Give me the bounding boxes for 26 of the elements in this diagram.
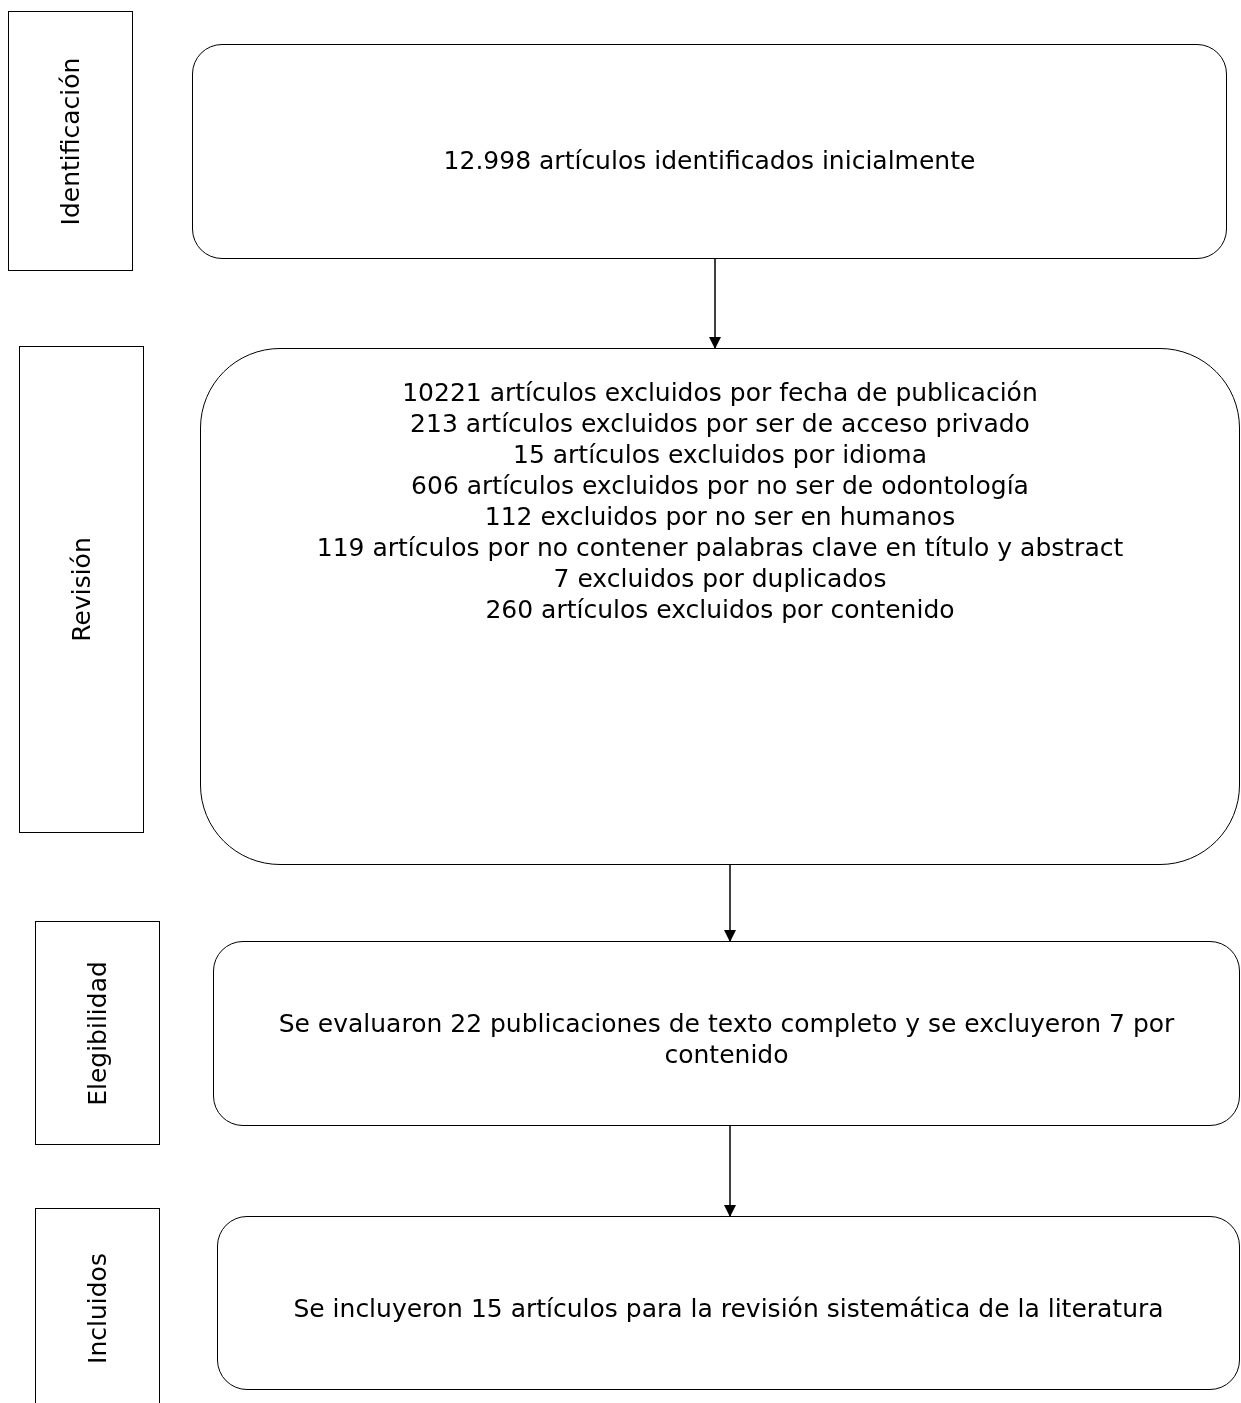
box-text: 15 artículos excluidos por idioma xyxy=(513,439,927,470)
arrow xyxy=(709,258,721,349)
box-text: 7 excluidos por duplicados xyxy=(553,563,887,594)
box-text: 213 artículos excluidos por ser de acceso privado xyxy=(410,408,1030,439)
stage-label-box xyxy=(35,1208,160,1403)
process-box xyxy=(213,941,1240,1126)
stage-label: Revisión xyxy=(67,537,96,642)
box-text: Se evaluaron 22 publicaciones de texto completo y se excluyeron 7 por contenido xyxy=(277,1007,1176,1070)
box-text: 12.998 artículos identificados inicialmente xyxy=(443,145,976,176)
box-text: 260 artículos excluidos por contenido xyxy=(485,594,955,625)
box-text: Se incluyeron 15 artículos para la revisión sistemática de la literatura xyxy=(293,1292,1164,1324)
stage-label-box xyxy=(8,11,133,271)
stage-label: Identificación xyxy=(56,57,85,225)
stage-label: Incluidos xyxy=(83,1253,112,1364)
box-text: 606 artículos excluidos por no ser de odontología xyxy=(411,470,1029,501)
stage-label-box xyxy=(19,346,144,833)
process-box xyxy=(192,44,1227,259)
arrow xyxy=(724,1125,736,1217)
arrow xyxy=(724,864,736,942)
process-box xyxy=(217,1216,1240,1390)
stage-label: Elegibilidad xyxy=(83,960,112,1106)
box-text: 119 artículos por no contener palabras clave en título y abstract xyxy=(316,532,1124,563)
box-text: 112 excluidos por no ser en humanos xyxy=(484,501,956,532)
box-text: 10221 artículos excluidos por fecha de publicación xyxy=(402,377,1038,408)
stage-label-box xyxy=(35,921,160,1145)
process-box xyxy=(200,348,1240,865)
